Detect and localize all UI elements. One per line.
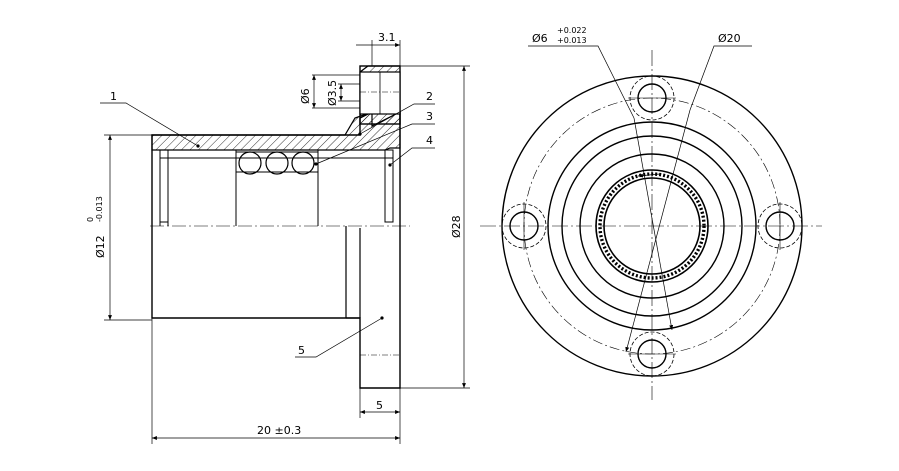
hole-crosshairs xyxy=(523,97,781,355)
dim-outer-dia: Ø28 xyxy=(450,215,463,238)
front-dim-hole-tol-lower: +0.013 xyxy=(557,36,587,45)
ball-2 xyxy=(265,151,289,175)
callout-1: 1 xyxy=(110,90,117,103)
flange-chamfer xyxy=(359,65,400,73)
dim-bore-tol-upper: 0 xyxy=(86,217,95,222)
dim-bore-dia: Ø12 xyxy=(94,235,107,258)
body-step-circle xyxy=(561,135,743,317)
bush-left-ring xyxy=(159,149,169,223)
callout-2: 2 xyxy=(426,90,433,103)
callout-leaders xyxy=(100,102,435,358)
dim-flange-width: 5 xyxy=(376,399,383,412)
front-view xyxy=(480,45,822,400)
housing-outline xyxy=(151,111,401,389)
front-dim-hole-dia: Ø6 xyxy=(532,32,548,45)
dim-counterbore-dia: Ø3.5 xyxy=(326,80,339,106)
front-dimensions xyxy=(528,45,752,353)
ball-1 xyxy=(238,151,262,175)
dim-flange-hole-dia: Ø6 xyxy=(299,88,312,104)
bush-inner-circle xyxy=(595,169,709,283)
ball-ring xyxy=(598,172,706,280)
bore-circle xyxy=(603,177,701,275)
front-dim-hole-tol-upper: +0.022 xyxy=(557,26,587,35)
ball-3 xyxy=(291,151,315,175)
callout-4: 4 xyxy=(426,134,433,147)
ball-cage xyxy=(235,151,319,173)
callout-3: 3 xyxy=(426,110,433,123)
dim-bore-tol-lower: -0.013 xyxy=(95,196,104,222)
section-view xyxy=(100,40,470,444)
bush-right-ring xyxy=(384,149,394,223)
dim-overall-length: 20 ±0.3 xyxy=(257,424,301,437)
body-outer-circle xyxy=(547,121,757,331)
callout-5: 5 xyxy=(298,344,305,357)
dim-flange-thickness: 3.1 xyxy=(378,31,396,44)
section-dimensions xyxy=(104,40,470,444)
bush-outer-circle xyxy=(579,153,725,299)
front-dim-pcd: Ø20 xyxy=(718,32,741,45)
